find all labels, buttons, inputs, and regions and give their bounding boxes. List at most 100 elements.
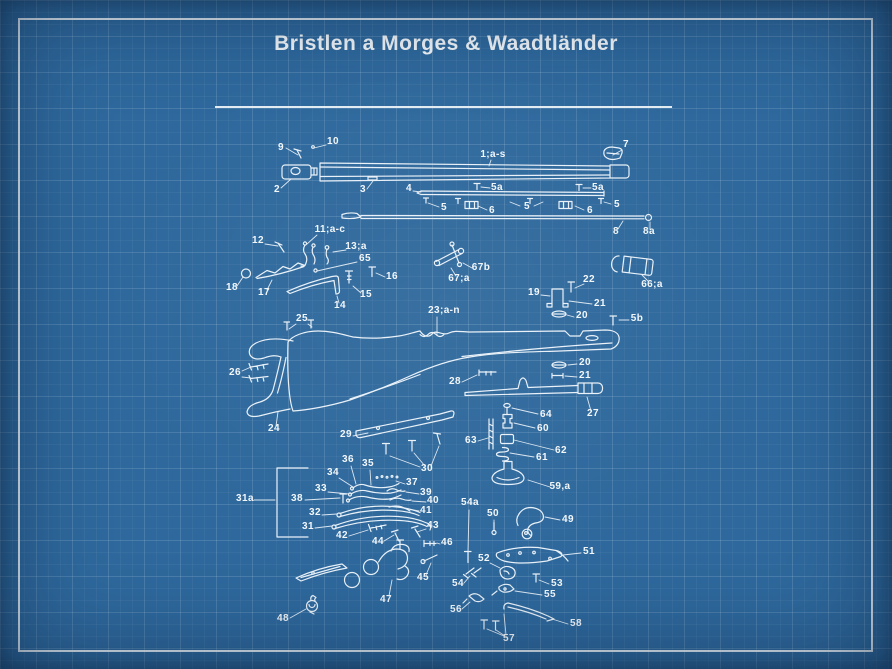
barrel-assembly-drawing	[281, 145, 630, 182]
part-label: 16	[386, 271, 398, 282]
leader-line	[430, 445, 440, 467]
leader-line	[352, 285, 362, 294]
part-label: 21	[594, 298, 606, 309]
leader-line	[461, 374, 478, 383]
part-label: 38	[291, 493, 303, 504]
leader-line	[307, 323, 313, 328]
part-label: 5	[441, 202, 447, 213]
part-label: 25	[296, 313, 308, 324]
leader-line	[241, 376, 252, 379]
part-label: 9	[278, 142, 284, 153]
leader-line	[533, 201, 544, 207]
leader-line	[275, 411, 279, 427]
trigger-group-drawing	[355, 377, 604, 455]
part-label: 1;a-s	[480, 149, 505, 160]
part-label: 19	[528, 287, 540, 298]
part-label: 61	[536, 452, 548, 463]
leader-line	[462, 262, 473, 269]
leader-line	[450, 267, 457, 277]
part-label: 34	[327, 467, 339, 478]
part-label: 21	[579, 370, 591, 381]
leader-line	[467, 509, 470, 552]
leader-line	[566, 314, 575, 318]
part-label: 6	[489, 205, 495, 216]
part-label: 44	[372, 536, 384, 547]
part-label: 14	[334, 300, 346, 311]
leader-line	[427, 202, 440, 208]
part-label: 62	[555, 445, 567, 456]
leader-line	[486, 628, 505, 637]
part-label: 67b	[472, 262, 490, 273]
part-label: 52	[478, 553, 490, 564]
springs-group-drawing	[276, 467, 438, 565]
part-label: 51	[583, 546, 595, 557]
leader-line	[514, 590, 543, 596]
part-label: 47	[380, 594, 392, 605]
leader-line	[266, 279, 273, 291]
part-label: 42	[336, 530, 348, 541]
part-label: 37	[406, 477, 418, 488]
part-label: 20	[579, 357, 591, 368]
leader-line	[513, 422, 536, 429]
leader-line	[388, 579, 393, 597]
part-label: 5	[614, 199, 620, 210]
part-label: 53	[551, 578, 563, 589]
part-label: 29	[340, 429, 352, 440]
part-label: 58	[570, 618, 582, 629]
leader-line	[574, 205, 585, 211]
part-label: 15	[360, 289, 372, 300]
leader-line	[313, 144, 327, 149]
leader-line	[411, 500, 427, 503]
leader-line	[395, 480, 406, 485]
part-label: 45	[417, 572, 429, 583]
part-label: 60	[537, 423, 549, 434]
part-label: 40	[427, 495, 439, 506]
leader-line	[280, 178, 292, 189]
leader-line	[513, 439, 555, 451]
leader-line	[574, 283, 585, 289]
part-label: 24	[268, 423, 280, 434]
part-label: 46	[441, 537, 453, 548]
part-label: 54a	[461, 497, 479, 508]
part-label: 56	[450, 604, 462, 615]
leader-line	[551, 618, 569, 625]
part-label: 65	[359, 253, 371, 264]
part-label: 8	[613, 226, 619, 237]
leader-line	[480, 186, 491, 189]
leader-line	[350, 465, 357, 485]
leader-line	[503, 613, 507, 636]
leader-line	[463, 575, 471, 584]
leader-line	[336, 295, 340, 304]
part-label: 59,a	[549, 481, 570, 492]
part-label: 5a	[491, 182, 503, 193]
leader-line	[477, 205, 488, 211]
part-label: 27	[587, 408, 599, 419]
part-label: 6	[587, 205, 593, 216]
part-label: 26	[229, 367, 241, 378]
leader-line	[489, 562, 501, 569]
part-label: 4	[406, 183, 412, 194]
lock-small-parts-drawing	[240, 241, 654, 379]
leader-line	[338, 477, 354, 488]
part-label: 7	[623, 139, 629, 150]
leader-line	[567, 363, 578, 366]
part-label: 2	[274, 184, 280, 195]
part-label: 5	[524, 201, 530, 212]
bottom-lock-parts-drawing	[462, 506, 569, 631]
leader-line	[511, 407, 539, 415]
part-label: 3	[360, 184, 366, 195]
leader-line	[289, 608, 307, 619]
leader-line	[412, 190, 422, 193]
leader-line	[436, 542, 441, 545]
part-label: 12	[252, 235, 264, 246]
part-label: 10	[327, 136, 339, 147]
leader-line	[617, 220, 624, 230]
pan-column-drawing	[488, 402, 525, 486]
leader-line	[285, 147, 299, 156]
part-label: 30	[421, 463, 433, 474]
part-label: 18	[226, 282, 238, 293]
leader-line	[544, 516, 561, 521]
